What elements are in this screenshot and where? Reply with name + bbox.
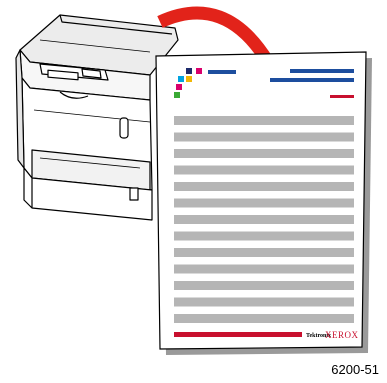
figure-id: 6200-51 (331, 362, 379, 377)
content-bar (174, 149, 354, 158)
logo-square (176, 84, 182, 90)
content-bar (174, 165, 354, 175)
logo-square (186, 76, 192, 82)
content-bar (174, 198, 354, 208)
content-bar (174, 297, 354, 307)
content-bars (174, 116, 354, 323)
content-bar (174, 132, 354, 142)
content-bar (174, 116, 354, 125)
color-logo-icon (174, 68, 202, 98)
content-bar (174, 231, 354, 241)
logo-square (196, 68, 202, 74)
content-bar (174, 215, 354, 224)
logo-square (178, 76, 184, 82)
content-bar (174, 281, 354, 290)
blue-rule (270, 78, 354, 82)
printer-icon (15, 14, 179, 221)
printed-page-icon: Tektronix XEROX (155, 51, 372, 355)
header-rules (208, 69, 354, 98)
brand-small: Tektronix (306, 333, 331, 339)
logo-square (186, 68, 192, 74)
footer-bar (174, 332, 302, 337)
content-bar (174, 264, 354, 274)
brand-logo: XEROX (325, 330, 359, 340)
logo-square (174, 92, 180, 98)
title-bar (208, 70, 236, 74)
top-rule (290, 69, 354, 73)
red-rule (330, 95, 354, 98)
content-bar (174, 182, 354, 191)
content-bar (174, 314, 354, 323)
content-bar (174, 248, 354, 257)
